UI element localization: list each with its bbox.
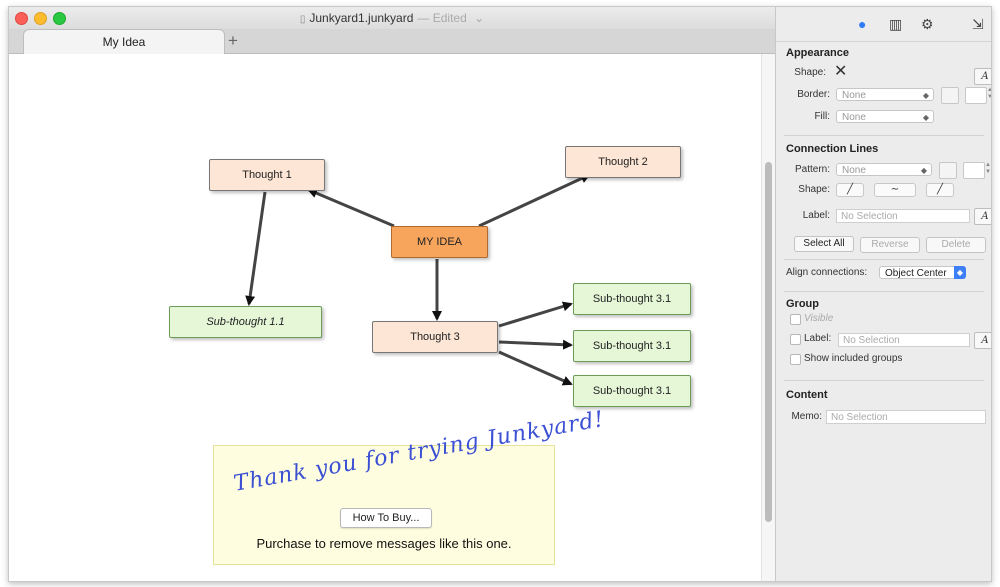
connection-thought3-sub31b[interactable] (498, 339, 573, 350)
appearance-font-button[interactable]: A (974, 68, 991, 85)
connection-main-thought1[interactable] (307, 188, 395, 228)
node-sub-thought-1-1[interactable]: Sub-thought 1.1 (169, 306, 322, 338)
node-my-idea[interactable]: MY IDEA (391, 226, 488, 258)
visible-label: Visible (804, 313, 834, 324)
window-title: ▯Junkyard1.junkyard— Edited ⌄ (9, 11, 775, 25)
border-width-stepper[interactable] (965, 87, 987, 104)
vertical-scrollbar[interactable] (761, 54, 776, 581)
close-button[interactable] (15, 12, 28, 25)
popup-arrows-icon: ◆ (920, 166, 927, 175)
border-value: None (842, 90, 866, 101)
connection-lines (245, 173, 591, 386)
popup-arrows-icon: ◆ (954, 266, 966, 279)
connection-thought3-sub31c[interactable] (498, 350, 573, 386)
node-sub-thought-3-1-a[interactable]: Sub-thought 3.1 (573, 283, 691, 315)
fill-value: None (842, 112, 866, 123)
mindmap-canvas[interactable]: MY IDEA Thought 1 Thought 2 Thought 3 Su… (9, 54, 761, 581)
select-all-button[interactable]: Select All (794, 236, 854, 252)
popup-arrows-icon: ◆ (922, 113, 929, 122)
trial-promo-banner: Thank you for trying Junkyard! How To Bu… (213, 407, 606, 565)
angled-line-button[interactable]: ╱ (926, 183, 954, 197)
border-label: Border: (797, 89, 830, 100)
droplet-icon[interactable]: ● (858, 16, 867, 32)
divider (784, 380, 984, 381)
straight-line-button[interactable]: ╱ (836, 183, 864, 197)
visible-checkbox[interactable] (790, 314, 801, 325)
reverse-button[interactable]: Reverse (860, 237, 920, 253)
group-label-field[interactable]: No Selection (838, 333, 970, 347)
line-width-stepper[interactable] (963, 162, 985, 179)
node-thought-1[interactable]: Thought 1 (209, 159, 325, 191)
edited-indicator[interactable]: — Edited (417, 11, 467, 25)
node-sub-thought-3-1-c[interactable]: Sub-thought 3.1 (573, 375, 691, 407)
shape-none-icon[interactable]: ✕ (834, 63, 848, 80)
align-connections-popup[interactable]: Object Center ◆ (879, 266, 966, 279)
title-text: Junkyard1.junkyard (309, 11, 414, 25)
connection-lines-title: Connection Lines (786, 143, 879, 155)
add-tab-button[interactable]: + (228, 31, 238, 50)
document-icon: ▯ (299, 14, 306, 25)
pattern-value: None (842, 165, 866, 176)
stepper-arrows-icon[interactable]: ▲▼ (986, 87, 991, 102)
group-font-button[interactable]: A (974, 332, 991, 349)
divider (784, 135, 984, 136)
map-icon[interactable]: ▥ (889, 16, 903, 32)
group-title: Group (786, 298, 819, 310)
node-thought-2[interactable]: Thought 2 (565, 146, 681, 178)
pattern-label: Pattern: (794, 164, 830, 175)
scrollbar-thumb[interactable] (765, 162, 772, 522)
curved-line-button[interactable]: ∼ (874, 183, 916, 197)
border-popup[interactable]: None ◆ (836, 88, 934, 101)
stepper-arrows-icon[interactable]: ▲▼ (985, 162, 991, 175)
show-included-groups-label: Show included groups (804, 353, 903, 364)
tab-bar: My Idea + (9, 29, 775, 54)
inspector-panel: ● ▥ ⚙ ⇲ Appearance Shape: ✕ A Border: No… (775, 7, 991, 581)
how-to-buy-button[interactable]: How To Buy... (340, 508, 432, 528)
export-icon[interactable]: ⇲ (972, 16, 984, 32)
group-label-checkbox[interactable] (790, 334, 801, 345)
content-title: Content (786, 389, 828, 401)
divider (784, 259, 984, 260)
node-sub-thought-3-1-b[interactable]: Sub-thought 3.1 (573, 330, 691, 362)
pattern-popup[interactable]: None ◆ (836, 163, 932, 176)
title-bar: ▯Junkyard1.junkyard— Edited ⌄ (9, 7, 775, 29)
memo-label: Memo: (791, 411, 822, 422)
window-controls (15, 12, 66, 25)
fill-label: Fill: (814, 111, 830, 122)
align-connections-label: Align connections: (786, 267, 868, 278)
memo-field[interactable]: No Selection (826, 410, 986, 424)
align-value: Object Center (885, 268, 947, 279)
connection-label-field[interactable]: No Selection (836, 209, 970, 223)
inspector-toolbar: ● ▥ ⚙ ⇲ (776, 7, 991, 42)
app-window: ▯Junkyard1.junkyard— Edited ⌄ My Idea + (8, 6, 992, 582)
tab-my-idea[interactable]: My Idea (23, 29, 225, 54)
minimize-button[interactable] (34, 12, 47, 25)
delete-button[interactable]: Delete (926, 237, 986, 253)
appearance-title: Appearance (786, 47, 849, 59)
border-color-well[interactable] (941, 87, 959, 104)
line-color-well[interactable] (939, 162, 957, 179)
connection-font-button[interactable]: A (974, 208, 991, 225)
connection-thought1-sub11[interactable] (245, 191, 267, 306)
connection-thought3-sub31a[interactable] (498, 301, 573, 328)
connection-main-thought2[interactable] (478, 173, 591, 228)
line-shape-label: Shape: (798, 184, 830, 195)
show-included-groups-checkbox[interactable] (790, 354, 801, 365)
fill-popup[interactable]: None ◆ (836, 110, 934, 123)
node-thought-3[interactable]: Thought 3 (372, 321, 498, 353)
group-label-label: Label: (804, 333, 832, 344)
zoom-button[interactable] (53, 12, 66, 25)
connection-label-label: Label: (802, 210, 830, 221)
chevron-down-icon[interactable]: ⌄ (470, 11, 485, 25)
purchase-message: Purchase to remove messages like this on… (256, 536, 512, 551)
gear-icon[interactable]: ⚙ (921, 16, 934, 32)
divider (784, 291, 984, 292)
shape-label: Shape: (794, 67, 826, 78)
popup-arrows-icon: ◆ (922, 91, 929, 100)
